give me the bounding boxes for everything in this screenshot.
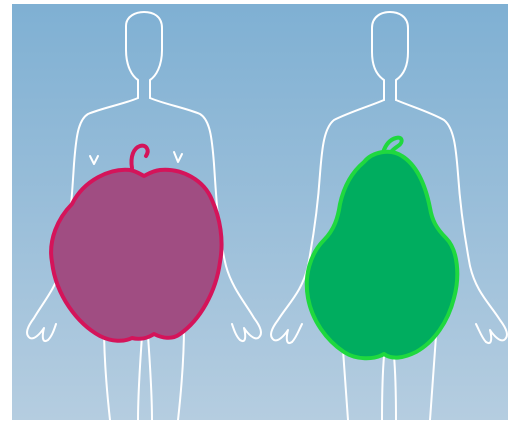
- body-shape-illustration: [12, 4, 508, 420]
- apple-body: [51, 170, 221, 341]
- illustration-svg: [12, 4, 508, 420]
